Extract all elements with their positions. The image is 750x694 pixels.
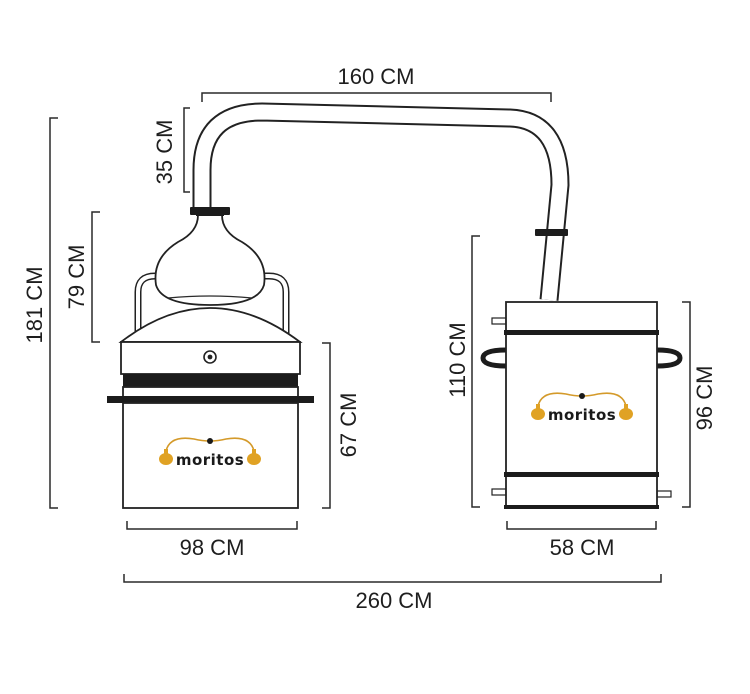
logo-condenser: moritos xyxy=(531,392,633,424)
swan-neck-pipe xyxy=(192,102,570,301)
label-110cm: 110 CM xyxy=(445,322,470,397)
dimension-condenser-total-height: 110 CM xyxy=(445,235,480,508)
condenser xyxy=(480,301,683,509)
label-98cm: 98 CM xyxy=(180,535,245,560)
alembic-pot-icon xyxy=(531,392,633,420)
label-58cm: 58 CM xyxy=(550,535,615,560)
label-181cm: 181 CM xyxy=(22,266,47,343)
label-160cm: 160 CM xyxy=(337,64,414,89)
pot-still xyxy=(107,210,314,509)
label-96cm: 96 CM xyxy=(692,366,717,431)
logo-pot-still: moritos xyxy=(159,437,261,469)
dimension-boiler-height: 67 CM xyxy=(322,342,361,509)
dimension-total-width: 260 CM xyxy=(123,574,662,613)
alembic-pot-icon xyxy=(159,437,261,465)
label-260cm: 260 CM xyxy=(355,588,432,613)
label-35cm: 35 CM xyxy=(152,120,177,185)
dimension-pipe-height: 35 CM xyxy=(152,107,190,193)
logo-text: moritos xyxy=(176,451,244,469)
logo-text: moritos xyxy=(548,406,616,424)
label-67cm: 67 CM xyxy=(336,393,361,458)
dimension-condenser-width: 58 CM xyxy=(506,521,657,560)
dimension-total-height: 181 CM xyxy=(22,117,58,509)
label-79cm: 79 CM xyxy=(64,245,89,310)
dimension-top-pipe-width: 160 CM xyxy=(201,64,552,102)
pipe-coupling-right xyxy=(535,229,568,236)
dimension-boiler-width: 98 CM xyxy=(126,521,298,560)
dimension-dome-height: 79 CM xyxy=(64,211,100,343)
dimension-condenser-body-height: 96 CM xyxy=(682,301,717,508)
